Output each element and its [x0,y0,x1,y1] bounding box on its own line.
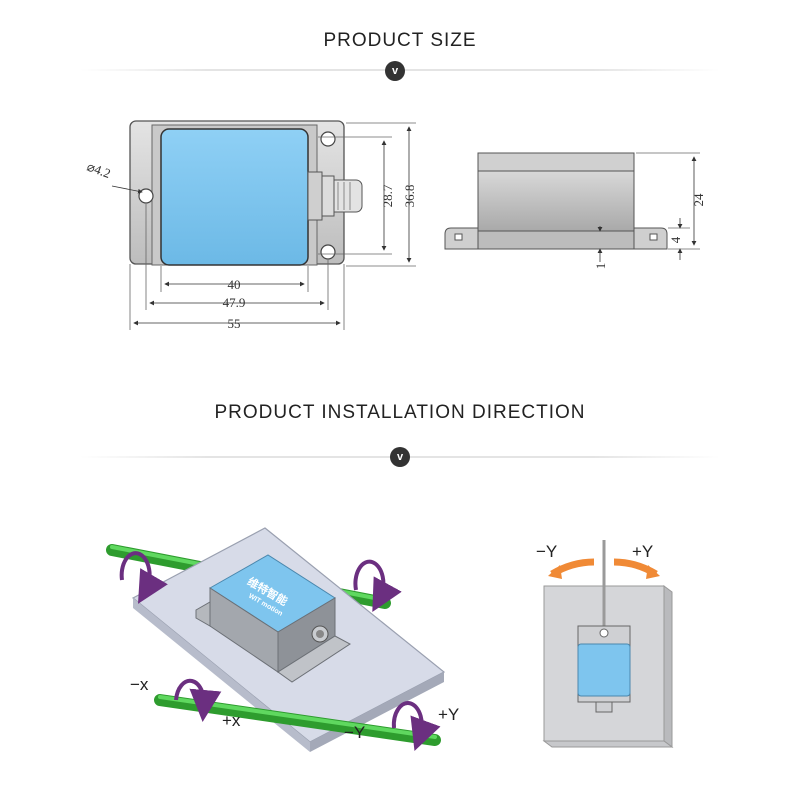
height-inner-label: 28.7 [380,184,395,207]
axis-plus-x-label: +x [222,711,241,730]
mount-hole-bottom-right [320,244,336,260]
axis-minus-y-label: −Y [344,723,365,742]
flange-thickness-label: 4 [668,236,683,243]
width-inner-label: 40 [228,277,241,292]
axis-minus-x-label: −x [130,675,149,694]
side-height-label: 24 [691,193,706,207]
top-view-drawing: 28.7 36.8 40 47.9 55 ⌀4.2 [85,120,417,331]
rotation-arrow-icon [119,551,441,752]
cable-gland-icon [307,171,363,221]
wall-minus-y-label: −Y [536,542,557,561]
product-size-title: PRODUCT SIZE [323,30,477,51]
wall-sensor-screen [577,643,631,697]
installation-direction-title: PRODUCT INSTALLATION DIRECTION [214,402,586,423]
height-total-label: 36.8 [402,185,417,208]
chevron-down-icon[interactable]: v [390,447,410,467]
installation-wall-mount: −Y +Y [536,540,674,748]
mount-hole-left [138,188,154,204]
width-mid-label: 47.9 [223,295,246,310]
hole-diameter-label: ⌀4.2 [85,159,113,181]
sensor-screen [160,128,309,266]
installation-isometric: 维特智能 WIT motion −x +x −Y +Y [106,527,459,752]
wall-plus-y-label: +Y [632,542,653,561]
axis-plus-y-label: +Y [438,705,459,724]
side-view-drawing: 24 4 1 [444,152,706,270]
width-total-label: 55 [228,316,241,331]
chevron-down-icon[interactable]: v [385,61,405,81]
mount-hole-top-right [320,131,336,147]
slot-depth-label: 1 [593,263,608,270]
